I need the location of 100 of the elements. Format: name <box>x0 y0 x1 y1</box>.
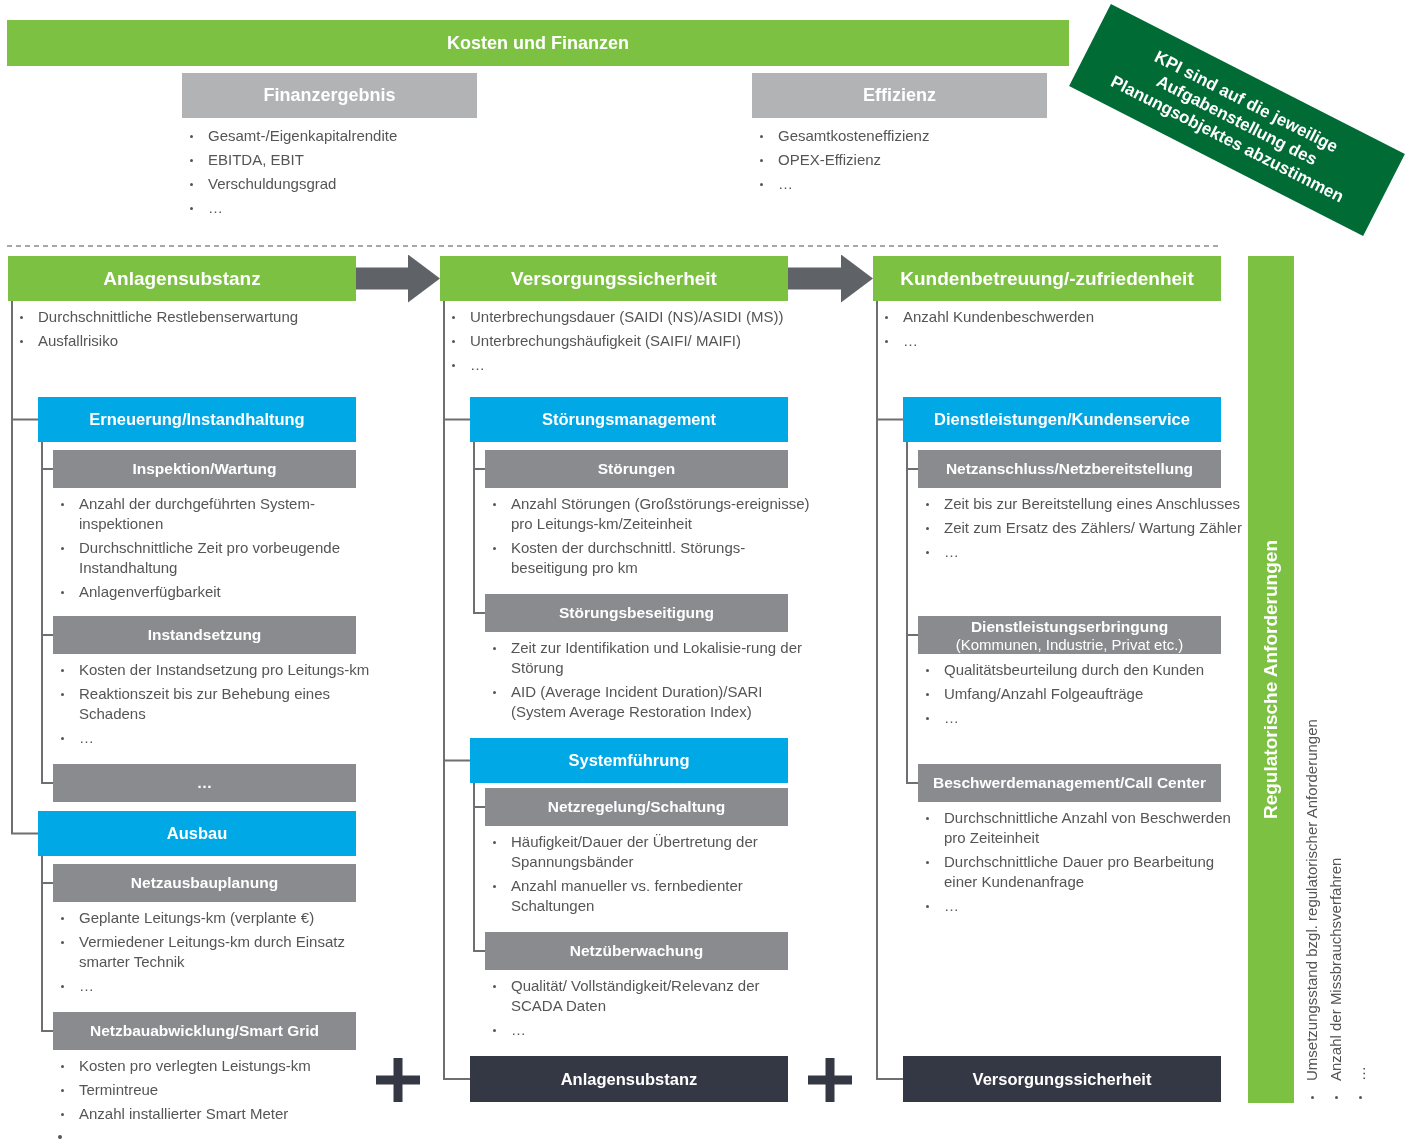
kpi-group-header <box>918 450 1221 488</box>
bullet-item: … <box>79 729 94 746</box>
connector-line <box>41 855 54 1032</box>
bullet-item: Qualität/ Vollständigkeit/Relevanz der SCADA Daten <box>511 977 760 1014</box>
header-text: Netzregelung/Schaltung <box>547 798 726 816</box>
kpi-group-header <box>918 764 1221 802</box>
header-text: Anlagensubstanz <box>103 267 261 290</box>
bullet-item: Kosten der durchschnittl. Störungs-beseitigung pro km <box>511 539 746 576</box>
block-arrow <box>356 254 440 303</box>
header-text: Beschwerdemanagement/Call Center <box>932 774 1207 792</box>
header-text: Versorgungssicherheit <box>972 1069 1152 1089</box>
connector-line <box>906 441 919 784</box>
header-text: Ausbau <box>166 824 228 843</box>
bullet-item: Zeit zum Ersatz des Zählers/ Wartung Zähler <box>944 519 1242 536</box>
summary-box <box>903 1056 1221 1102</box>
bullet-item: … <box>903 332 918 349</box>
bullet-item: Verschuldungsgrad <box>208 175 337 192</box>
bullet-item: Kosten der Instandsetzung pro Leitungs-km <box>79 661 370 678</box>
bullet-item: … <box>944 709 959 726</box>
bullet-item: Gesamtkosteneffizienz <box>778 127 930 144</box>
bullet-item: Reaktionszeit bis zur Behebung eines Schadens <box>79 685 330 722</box>
bullet-item: Zeit bis zur Bereitstellung eines Anschlusses <box>944 495 1240 512</box>
category-header <box>873 256 1221 301</box>
header-text: Netzbauabwicklung/Smart Grid <box>89 1022 320 1040</box>
bullet-item: Ausfallrisiko <box>38 332 119 349</box>
bullet-item: Durchschnittliche Zeit pro vorbeugende Instandhaltung <box>79 539 340 576</box>
bullet-item: Vermiedener Leitungs-km durch Einsatz smarter Technik <box>79 933 345 970</box>
bullet-item: … <box>778 175 793 192</box>
bullet-item: AID (Average Incident Duration)/SARI (System Average Restoration Index) <box>511 683 763 720</box>
bullet-item: Anzahl installierter Smart Meter <box>79 1105 289 1122</box>
category-header <box>440 256 788 301</box>
header-text: Dienstleistungserbringung <box>970 617 1169 636</box>
header-text: Störungsmanagement <box>541 410 717 429</box>
connector-line <box>41 441 54 784</box>
header-subtext: (Kommunen, Industrie, Privat etc.) <box>955 635 1184 653</box>
header-text: Instandsetzung <box>147 626 262 644</box>
bullet-item: … <box>79 977 94 994</box>
bullet-item: Unterbrechungshäufigkeit (SAIFI/ MAIFI) <box>470 332 741 349</box>
kpi-group-header <box>485 594 788 632</box>
bullet-item: … <box>1351 1066 1368 1081</box>
bullet-item: Gesamt-/Eigenkapitalrendite <box>208 127 398 144</box>
section-header <box>470 738 788 783</box>
header-text: Erneuerung/Instandhaltung <box>89 410 305 429</box>
bullet-item: … <box>208 199 223 216</box>
bullet-item: Zeit zur Identifikation und Lokalisie-rung der Störung <box>511 639 802 676</box>
bullet-item: … <box>511 1021 526 1038</box>
section-header <box>38 811 356 856</box>
header-text: Systemführung <box>568 751 690 770</box>
header-text: Netzanschluss/Netzbereitstellung <box>945 460 1194 478</box>
bullet-item: Termintreue <box>79 1081 159 1098</box>
kpi-group-header <box>53 1012 356 1050</box>
bullet-item: Durchschnittliche Dauer pro Bearbeitung einer Kundenanfrage <box>944 853 1215 890</box>
bullet-item: Anzahl Störungen (Großstörungs-ereignisse) pro Leitungs-km/Zeiteinheit <box>511 495 810 532</box>
bullet-item: Durchschnittliche Restlebenserwartung <box>38 308 299 325</box>
summary-box <box>470 1056 788 1102</box>
connector-line <box>473 782 486 952</box>
bullet-item: Umsetzungsstand bzgl. regulatorischer Anforderungen <box>1303 719 1320 1081</box>
bullet-item: Qualitätsbeurteilung durch den Kunden <box>944 661 1205 678</box>
side-bar <box>1248 256 1294 1103</box>
bullet-item: Kosten pro verlegten Leistungs-km <box>79 1057 311 1074</box>
header-text: … <box>196 774 213 792</box>
connector-line <box>473 441 486 614</box>
kpi-group-header <box>53 864 356 902</box>
kpi-group-header <box>485 788 788 826</box>
bullet-item: … <box>944 543 959 560</box>
header-text: Kosten und Finanzen <box>447 32 629 54</box>
bullet-item: … <box>944 897 959 914</box>
kpi-group-header <box>485 932 788 970</box>
group-header <box>182 73 477 118</box>
header-text: Dienstleistungen/Kundenservice <box>934 410 1190 429</box>
bullet-item: Durchschnittliche Anzahl von Beschwerden pro Zeiteinheit <box>944 809 1231 846</box>
header-text: Anlagensubstanz <box>560 1069 698 1089</box>
bullet-item: Anzahl Kundenbeschwerden <box>903 308 1094 325</box>
bullet-item: … <box>470 356 485 373</box>
kpi-group-header <box>53 616 356 654</box>
header-text: Kundenbetreuung/-zufriedenheit <box>900 267 1194 290</box>
header-text: Netzausbauplanung <box>130 874 279 892</box>
kpi-group-header <box>53 450 356 488</box>
bullet-item: Häufigkeit/Dauer der Übertretung der Spannungsbänder <box>511 833 758 870</box>
bullet-item: EBITDA, EBIT <box>208 151 304 168</box>
heading-bar <box>7 20 1069 66</box>
header-text: Störungsbeseitigung <box>559 604 714 622</box>
kpi-group-header <box>53 764 356 802</box>
section-header <box>470 397 788 442</box>
category-header <box>8 256 356 301</box>
bullet-item: Anzahl der durchgeführten System-inspektionen <box>79 495 315 532</box>
header-text: Versorgungssicherheit <box>511 267 717 290</box>
bullet-item: Anzahl manueller vs. fernbedienter Schaltungen <box>511 877 743 914</box>
bullet-item: Umfang/Anzahl Folgeaufträge <box>944 685 1144 702</box>
section-header <box>903 397 1221 442</box>
kpi-group-header <box>485 450 788 488</box>
bullet-item: Unterbrechungsdauer (SAIDI (NS)/ASIDI (MS)) <box>470 308 784 325</box>
header-text: Regulatorische Anforderungen <box>1260 539 1282 819</box>
header-text: Effizienz <box>863 85 936 106</box>
kpi-group-header <box>918 616 1221 654</box>
header-text: Störungen <box>597 460 676 478</box>
bullet-item: Geplante Leitungs-km (verplante €) <box>79 909 315 926</box>
bullet-item: Anzahl der Missbrauchsverfahren <box>1327 857 1344 1081</box>
header-text: Finanzergebnis <box>263 85 396 106</box>
header-text: Inspektion/Wartung <box>132 460 277 478</box>
